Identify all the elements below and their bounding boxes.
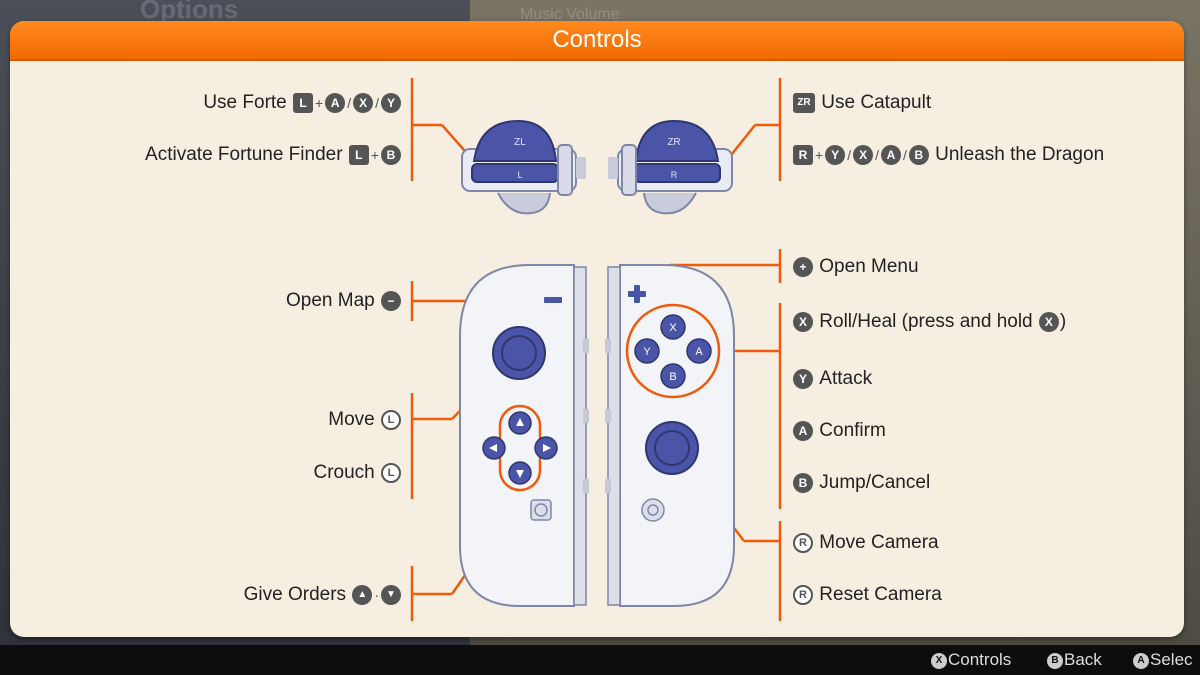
open-menu-label: Open Menu: [819, 256, 919, 277]
plus-separator: +: [315, 95, 324, 111]
x-button-icon: X: [931, 652, 947, 669]
left-joycon: [459, 264, 589, 607]
move-camera-label: Move Camera: [819, 532, 939, 553]
use-forte-label: Use Forte: [203, 92, 287, 113]
right-joycon: [605, 264, 735, 607]
r-button-icon: R: [793, 145, 813, 165]
dialog-header-divider: [10, 59, 1184, 61]
attack-label: Attack: [819, 368, 873, 389]
l-button-icon: L: [293, 93, 314, 113]
zr-label: ZR: [667, 137, 680, 148]
left-shoulder-buttons: [461, 119, 586, 215]
a-button-icon: A: [880, 145, 901, 165]
a-button-icon: A: [793, 421, 813, 441]
l-label: L: [517, 170, 522, 180]
dpad-down-icon: ▼: [381, 585, 401, 605]
face-a-label: A: [695, 346, 703, 358]
controls-dialog: Controls: [10, 21, 1184, 637]
dialog-header: [10, 21, 1184, 59]
footer-controls-label: Controls: [948, 650, 1012, 669]
zl-label: ZL: [514, 137, 526, 148]
background-options-title: Options: [140, 0, 239, 24]
slash-separator: /: [847, 147, 852, 163]
slash-separator: /: [875, 147, 879, 163]
b-button-icon: B: [381, 145, 401, 165]
use-catapult-label: Use Catapult: [821, 92, 932, 113]
zr-button-icon: ZR: [793, 93, 815, 113]
open-map-row: Open Map −: [286, 289, 402, 313]
crouch-label: Crouch: [313, 462, 375, 483]
a-button-icon: A: [1133, 652, 1149, 669]
open-menu-row: + Open Menu: [792, 255, 919, 279]
slash-separator: /: [375, 95, 379, 111]
face-x-label: X: [669, 322, 677, 334]
jump-cancel-label: Jump/Cancel: [819, 472, 931, 493]
face-y-label: Y: [643, 346, 651, 358]
face-b-label: B: [669, 371, 676, 383]
give-orders-label: Give Orders: [243, 584, 347, 605]
attack-row: Y Attack: [792, 367, 872, 391]
reset-camera-row: R Reset Camera: [792, 583, 942, 607]
crouch-row: Crouch L: [313, 461, 402, 485]
fortune-finder-row: Activate Fortune Finder L+B: [145, 143, 402, 167]
plus-button-icon: +: [793, 257, 813, 277]
give-orders-row: Give Orders ▲·▼: [244, 583, 402, 607]
reset-camera-label: Reset Camera: [819, 584, 942, 605]
b-button-icon: B: [1047, 652, 1063, 669]
b-button-icon: B: [793, 473, 813, 493]
plus-separator: +: [815, 147, 824, 163]
jump-cancel-row: B Jump/Cancel: [792, 471, 930, 495]
b-button-icon: B: [908, 145, 929, 165]
roll-heal-label: Roll/Heal (press and hold: [819, 311, 1033, 332]
y-button-icon: Y: [793, 369, 813, 389]
x-button-icon: X: [353, 93, 374, 113]
unleash-dragon-row: R+Y/X/A/B Unleash the Dragon: [792, 143, 1104, 167]
left-stick-icon: L: [381, 410, 401, 430]
roll-heal-row: X Roll/Heal (press and hold X): [792, 310, 1066, 334]
left-stick-press-icon: L: [381, 463, 401, 483]
minus-button-icon: −: [381, 291, 401, 311]
dot-separator: ·: [374, 587, 379, 603]
dpad-up-icon: ▲: [352, 585, 373, 605]
confirm-row: A Confirm: [792, 419, 886, 443]
footer-select-label: Selec: [1150, 650, 1193, 669]
right-stick-icon: R: [793, 533, 813, 553]
move-row: Move L: [328, 408, 402, 432]
right-stick-press-icon: R: [793, 585, 813, 605]
l-button-icon: L: [348, 145, 369, 165]
roll-heal-close-paren: ): [1059, 311, 1067, 332]
dialog-title: Controls: [552, 26, 642, 53]
slash-separator: /: [347, 95, 352, 111]
a-button-icon: A: [325, 93, 346, 113]
background-music-volume-label: Music Volume: [520, 6, 620, 23]
use-catapult-row: ZR Use Catapult: [792, 91, 931, 115]
use-forte-row: Use Forte L+A/X/Y: [203, 91, 402, 115]
r-label: R: [671, 170, 678, 180]
move-camera-row: R Move Camera: [792, 531, 939, 555]
y-button-icon: Y: [381, 93, 401, 113]
x-button-icon: X: [1038, 312, 1059, 332]
plus-separator: +: [370, 147, 379, 163]
open-map-label: Open Map: [285, 290, 375, 311]
y-button-icon: Y: [825, 145, 846, 165]
x-button-icon: X: [853, 145, 874, 165]
move-label: Move: [328, 409, 375, 430]
x-button-icon: X: [793, 312, 813, 332]
fortune-finder-label: Activate Fortune Finder: [145, 144, 343, 165]
right-shoulder-buttons: [608, 119, 733, 215]
joycon-diagram: ZL L ZR R: [410, 78, 782, 621]
slash-separator: /: [902, 147, 907, 163]
footer-back-label: Back: [1064, 650, 1102, 669]
unleash-dragon-label: Unleash the Dragon: [935, 144, 1105, 165]
confirm-label: Confirm: [819, 420, 886, 441]
